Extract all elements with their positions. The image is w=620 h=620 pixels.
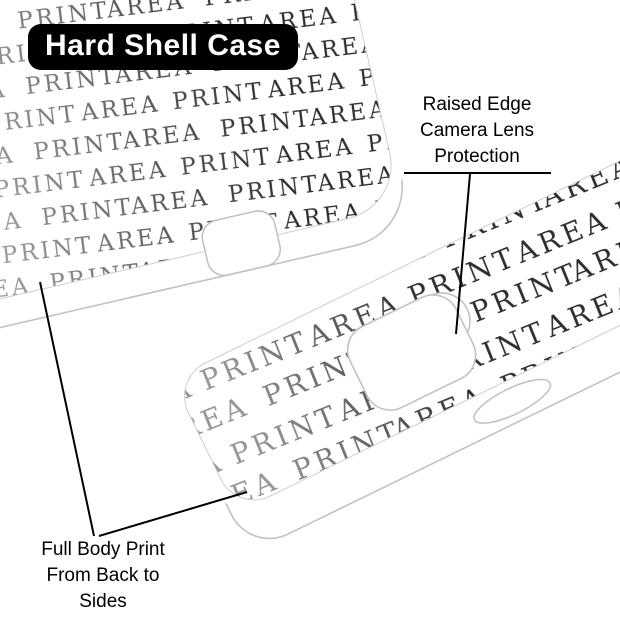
camera-leader-line <box>455 173 471 335</box>
case-lower <box>172 77 620 540</box>
full-body-annotation-line-1: Full Body Print <box>41 539 165 560</box>
case-upper-edge-line <box>0 0 392 360</box>
full-body-annotation-line-3: Sides <box>79 591 127 612</box>
full-body-leader-line-left <box>39 281 95 537</box>
case-upper <box>0 0 404 388</box>
camera-annotation-line-2: Camera Lens <box>419 120 535 141</box>
title-badge: Hard Shell Case <box>28 24 298 70</box>
camera-annotation-line-1: Raised Edge <box>422 94 532 115</box>
full-body-leader-line-right <box>98 491 248 537</box>
full-body-print-annotation: Full Body Print From Back to Sides <box>20 537 186 615</box>
case-upper-rim <box>0 0 404 372</box>
camera-island-cutout <box>346 294 477 411</box>
case-upper-camera-notch-cutout <box>201 210 282 277</box>
full-body-annotation-line-2: From Back to <box>46 565 160 586</box>
side-slot-cutout <box>473 378 552 424</box>
camera-annotation-line-3: Protection <box>434 146 520 167</box>
case-lower-sheen <box>178 83 620 507</box>
case-upper-sheen <box>0 0 398 366</box>
case-lower-rim <box>172 77 620 513</box>
camera-protection-annotation: Raised Edge Camera Lens Protection <box>385 92 569 170</box>
case-lower-edge-line <box>184 89 620 501</box>
